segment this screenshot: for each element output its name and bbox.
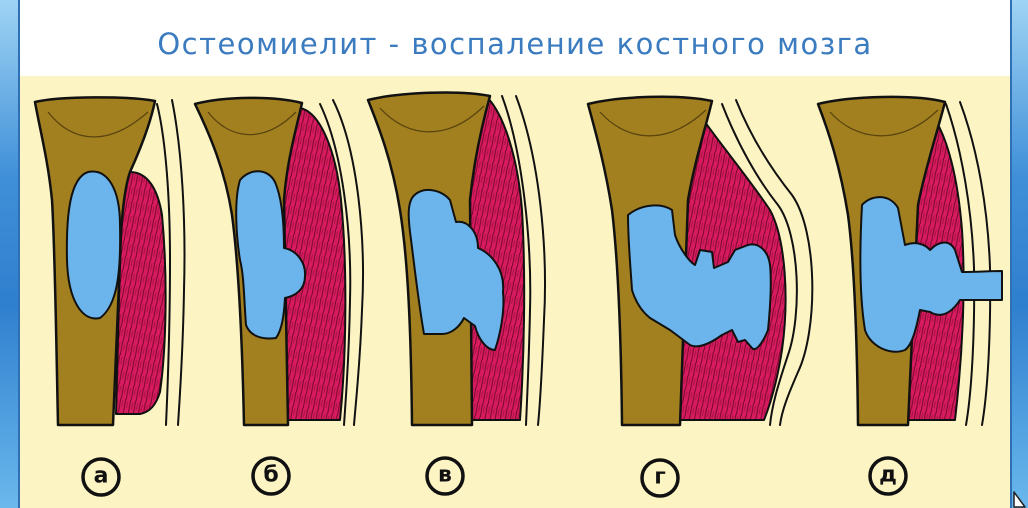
figure-b: б <box>195 98 363 494</box>
figure-a: а <box>35 97 185 495</box>
pus-focus <box>67 172 120 319</box>
skin-line <box>172 100 185 425</box>
cursor-icon <box>1014 492 1025 507</box>
figure-g: г <box>588 97 812 496</box>
figure-label-d: д <box>879 463 897 488</box>
figure-d: д <box>818 97 1002 494</box>
skin-line <box>960 102 990 425</box>
figure-label-b: б <box>263 463 278 488</box>
figure-v: в <box>368 93 545 494</box>
figure-label-g: г <box>654 465 666 490</box>
figure-label-a: а <box>94 464 109 489</box>
figure-label-v: в <box>438 463 452 488</box>
